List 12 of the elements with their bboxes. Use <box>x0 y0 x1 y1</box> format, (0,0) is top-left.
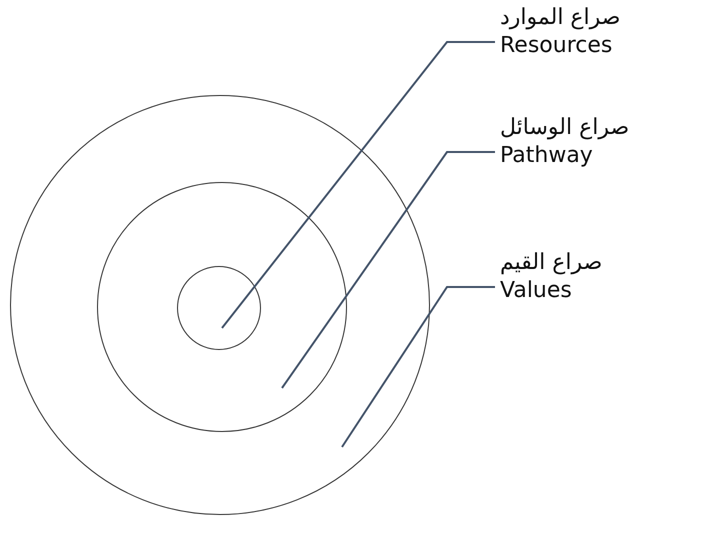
leader-line <box>281 151 495 389</box>
arabic-label: صراع الموارد <box>500 4 620 32</box>
inner-circle <box>177 266 262 350</box>
middle-ring <box>96 182 347 432</box>
leader-line <box>341 286 495 448</box>
leader-line <box>221 41 495 329</box>
outer-ring <box>10 95 430 515</box>
english-label: Values <box>500 277 572 305</box>
arabic-label: صراع القيم <box>500 249 602 277</box>
arabic-label: صراع الوسائل <box>500 114 630 142</box>
english-label: Pathway <box>500 142 593 170</box>
english-label: Resources <box>500 32 612 60</box>
